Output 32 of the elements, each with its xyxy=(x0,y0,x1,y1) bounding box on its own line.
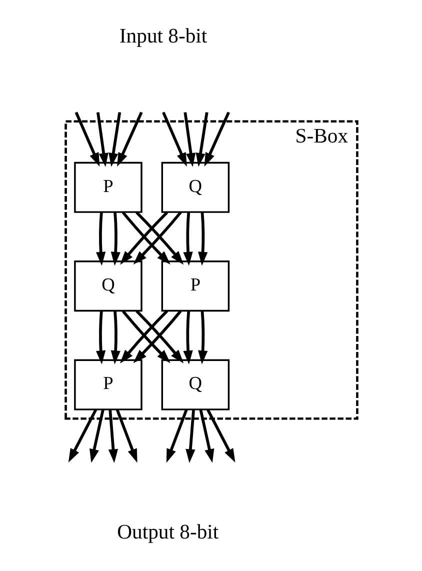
arrow xyxy=(198,409,214,463)
arrow xyxy=(182,212,192,266)
arrow xyxy=(198,212,208,266)
arrow xyxy=(89,409,104,463)
arrow xyxy=(115,409,137,463)
node-box: P xyxy=(74,162,142,213)
arrow xyxy=(206,409,235,463)
arrow xyxy=(198,310,208,364)
arrow xyxy=(96,112,108,167)
arrow xyxy=(162,112,186,167)
label: Input 8-bit xyxy=(118,25,207,48)
arrow xyxy=(110,212,120,266)
arrow xyxy=(108,112,121,167)
node-box: Q xyxy=(160,359,230,410)
arrow xyxy=(182,310,192,364)
arrow xyxy=(116,112,142,167)
arrow xyxy=(183,112,196,167)
arrow xyxy=(185,410,195,464)
arrow xyxy=(74,112,100,167)
arrow xyxy=(68,409,97,463)
node-box: Q xyxy=(160,162,230,213)
arrow xyxy=(108,410,118,464)
arrow xyxy=(195,112,208,167)
label: Output 8-bit xyxy=(116,522,218,544)
arrow xyxy=(96,212,106,266)
node-box: P xyxy=(74,359,142,410)
node-box: Q xyxy=(74,260,142,312)
arrow xyxy=(110,310,120,364)
arrow xyxy=(96,310,106,364)
arrow xyxy=(204,112,230,167)
node-box: P xyxy=(160,260,230,312)
arrow xyxy=(166,409,188,463)
